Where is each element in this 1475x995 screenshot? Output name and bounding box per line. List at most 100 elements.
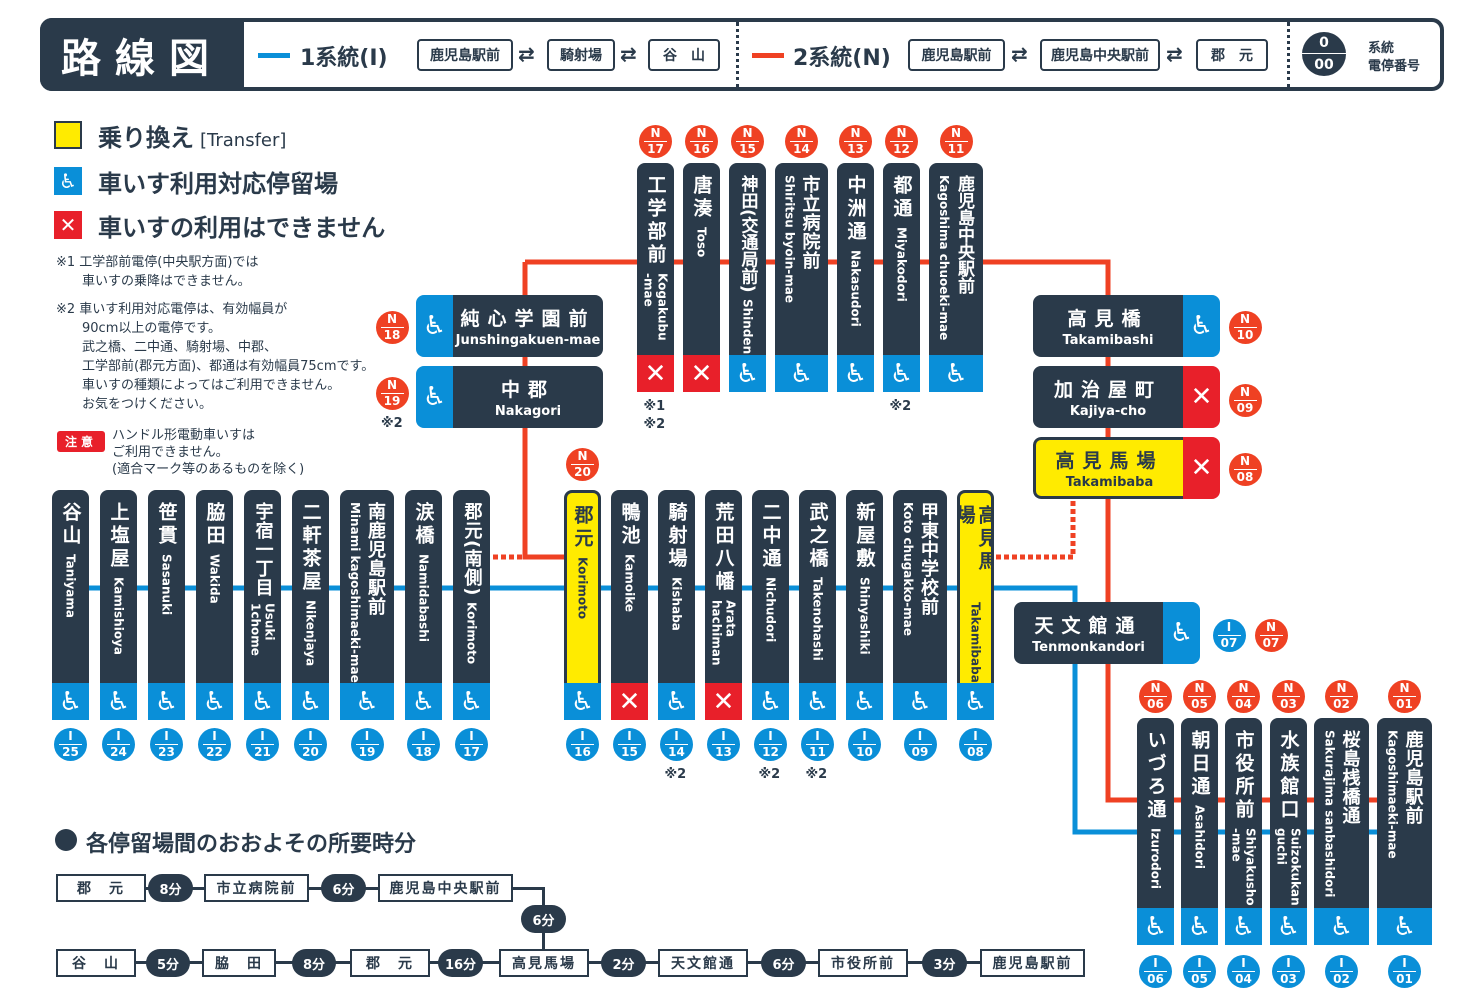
- stop-name-en: Taniyama: [63, 554, 78, 618]
- line2-stop-box: 鹿児島中央駅前: [1040, 39, 1160, 71]
- transfer-swatch: [54, 121, 82, 149]
- stop-name-en: Takamibashi: [1062, 333, 1154, 348]
- note-line: ※1 工学部前電停(中央駅方面)では: [56, 255, 259, 270]
- line1-stop-box: 谷 山: [648, 39, 720, 71]
- caution-note: ハンドル形電動車いすは ご利用できません。 (適合マーク等のあるものを除く): [112, 427, 304, 478]
- stop-name-jp: 純心学園前: [460, 308, 596, 330]
- badge-line-symbol: N: [571, 449, 594, 465]
- stop-name-jp: 荒田八幡: [712, 502, 735, 594]
- wheelchair-icon: ♿: [1377, 908, 1432, 945]
- wheelchair-icon: ♿: [775, 355, 828, 392]
- travel-time-pill: 6分: [321, 874, 366, 902]
- badge-stop-number: 03: [1280, 971, 1297, 986]
- wheelchair-icon: ♿: [1183, 295, 1220, 357]
- stop-name-jp: 朝日通: [1188, 730, 1211, 799]
- badge-line-symbol: I: [155, 729, 178, 745]
- stop-name-jp: いづろ通: [1144, 730, 1167, 822]
- note-line: ハンドル形電動車いすは: [112, 428, 256, 443]
- stop-name-en: Nakagori: [494, 404, 562, 419]
- stop-name-en: Kagoshima chuoeki-mae: [937, 175, 951, 341]
- travel-stop-box: 谷 山: [56, 949, 136, 977]
- badge-line-symbol: I: [299, 729, 322, 745]
- badge-stop-number: 14: [793, 141, 810, 156]
- badge-stop-number: 04: [1235, 971, 1252, 986]
- stop-name-en: Takamibaba: [968, 602, 983, 683]
- badge-stop-number: 24: [110, 744, 127, 759]
- badge-stop-number: 06: [1147, 696, 1164, 711]
- badge-stop-number: 05: [1191, 696, 1208, 711]
- travel-stop-box: 脇 田: [202, 949, 276, 977]
- wheelchair-icon: ♿: [54, 167, 82, 195]
- badge-stop-number: 25: [62, 744, 79, 759]
- badge-line-symbol: I: [1393, 956, 1416, 972]
- stop-name-jp: 天文館通: [1034, 615, 1143, 637]
- badge-stop-number: 22: [206, 744, 223, 759]
- stop-name-en: Namidabashi: [416, 554, 431, 642]
- stop-shinden[interactable]: 神田(交通局前)Shinden♿: [729, 163, 766, 392]
- page-title: 路線図: [40, 18, 244, 91]
- stop-name-jp: 二中通: [759, 502, 782, 571]
- badge-stop-number: 11: [947, 141, 965, 156]
- badge-stop-number: 07: [1262, 635, 1280, 650]
- stop-name-en: Minami kagoshimaeki-mae: [348, 502, 362, 683]
- transfer-walk-takamibaba: [996, 500, 1076, 560]
- footnote-mark: ※2: [758, 767, 781, 782]
- badge-stop-number: 06: [1147, 971, 1164, 986]
- badge-stop-number: 01: [1396, 971, 1413, 986]
- travel-stop-box: 天文館通: [658, 949, 748, 977]
- key-label-line: 系統: [1368, 41, 1395, 56]
- line1-stop-box: 騎射場: [547, 39, 615, 71]
- stop-name-en: Usuki 1chome: [248, 603, 277, 656]
- badge-stop-number: 15: [621, 744, 638, 759]
- badge-line-symbol: I: [355, 729, 379, 745]
- stop-korimoto[interactable]: 郡元(南側)Korimoto♿: [453, 490, 490, 720]
- badge-stop-number: 15: [739, 141, 756, 156]
- footnote-mark: ※2: [889, 399, 912, 414]
